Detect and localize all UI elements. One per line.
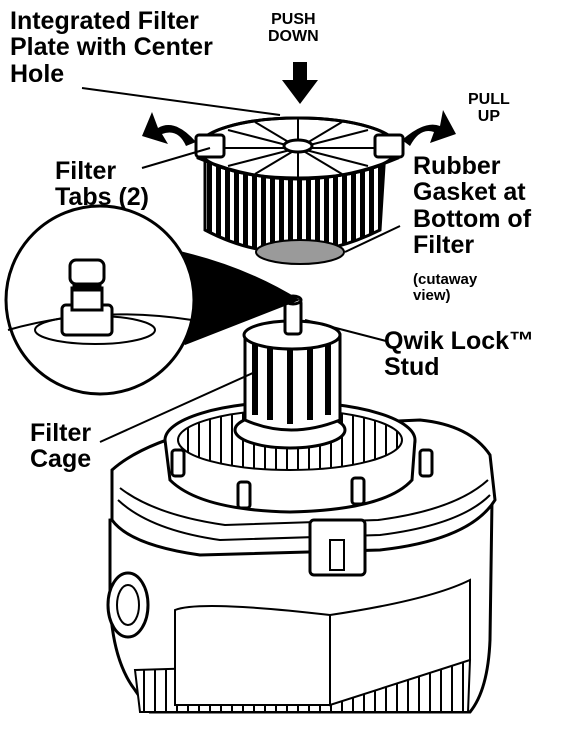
pull-label-line2: UP xyxy=(468,109,510,126)
gasket-label-line2: Gasket at xyxy=(413,179,531,205)
pleated-filter xyxy=(196,118,403,264)
filter-cage-label: Filter Cage xyxy=(30,420,91,473)
pull-label-line1: PULL xyxy=(468,92,510,109)
pull-up-arrow-right xyxy=(402,110,456,146)
pull-up-label: PULL UP xyxy=(468,92,510,126)
cage-label-line1: Filter xyxy=(30,420,91,446)
gasket-label-line4: Filter xyxy=(413,232,531,258)
pull-up-arrow-left xyxy=(142,112,196,146)
stud-label-line1: Qwik Lock™ xyxy=(384,328,534,354)
filter-plate-label: Integrated Filter Plate with Center Hole xyxy=(10,8,213,87)
filter-plate-label-line2: Plate with Center xyxy=(10,34,213,60)
filter-tabs-label-line2: Tabs (2) xyxy=(55,184,149,210)
cutaway-note-line1: (cutaway xyxy=(413,272,477,288)
cage-label-line2: Cage xyxy=(30,446,91,472)
push-label-line2: DOWN xyxy=(268,29,319,46)
rubber-gasket-label: Rubber Gasket at Bottom of Filter xyxy=(413,153,531,258)
stud-label-line2: Stud xyxy=(384,354,534,380)
filter-plate-label-line1: Integrated Filter xyxy=(10,8,213,34)
filter-tabs-label-line1: Filter xyxy=(55,158,149,184)
push-down-label: PUSH DOWN xyxy=(268,12,319,46)
cutaway-note-line2: view) xyxy=(413,288,477,304)
push-down-arrow xyxy=(282,62,318,104)
filter-tabs-label: Filter Tabs (2) xyxy=(55,158,149,211)
qwik-lock-stud-label: Qwik Lock™ Stud xyxy=(384,328,534,381)
push-label-line1: PUSH xyxy=(268,12,319,29)
cutaway-note: (cutaway view) xyxy=(413,272,477,304)
gasket-label-line3: Bottom of xyxy=(413,206,531,232)
gasket-label-line1: Rubber xyxy=(413,153,531,179)
filter-plate-label-line3: Hole xyxy=(10,61,213,87)
